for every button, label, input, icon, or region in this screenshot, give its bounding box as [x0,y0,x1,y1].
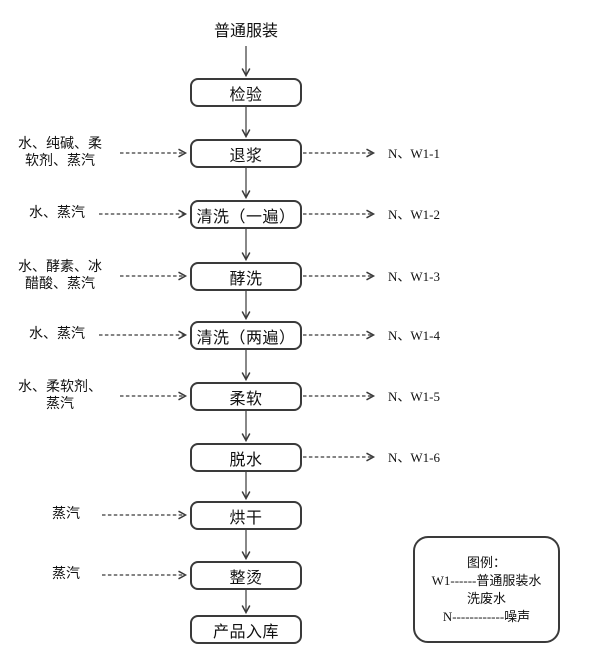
input-label-drying: 蒸汽 [52,507,80,522]
step-box-desizing: 退浆 [190,139,302,168]
step-box-wash-once: 清洗（一遍） [190,200,302,229]
step-box-softening: 柔软 [190,382,302,411]
step-box-wash-twice: 清洗（两遍） [190,321,302,350]
output-label-softening: N、W1-5 [388,389,440,404]
step-box-storage: 产品入库 [190,615,302,644]
step-box-dewatering: 脱水 [190,443,302,472]
output-label-wash-once: N、W1-2 [388,207,440,222]
input-label-enzyme-wash: 水、酵素、冰 醋酸、蒸汽 [18,260,102,292]
step-box-inspection: 检验 [190,78,302,107]
input-label-softening: 水、柔软剂、 蒸汽 [18,380,102,412]
step-box-drying: 烘干 [190,501,302,530]
output-label-wash-twice: N、W1-4 [388,328,440,343]
step-box-enzyme-wash: 酵洗 [190,262,302,291]
legend-title: 图例： [466,555,506,570]
input-label-desizing: 水、纯碱、柔 软剂、蒸汽 [18,137,102,169]
output-label-enzyme-wash: N、W1-3 [388,269,440,284]
step-box-ironing: 整烫 [190,561,302,590]
input-label-wash-once: 水、蒸汽 [29,206,85,221]
output-label-desizing: N、W1-1 [388,146,440,161]
input-label-ironing: 蒸汽 [52,567,80,582]
legend-entry-n: N------------噪声 [442,609,531,624]
input-label-wash-twice: 水、蒸汽 [29,327,85,342]
flow-start-label: 普通服装 [213,23,278,40]
legend-box: 图例： W1------普通服装水 洗废水 N------------噪声 [413,536,560,643]
output-label-dewatering: N、W1-6 [388,450,440,465]
legend-entry-w1: W1------普通服装水 洗废水 [431,573,542,606]
